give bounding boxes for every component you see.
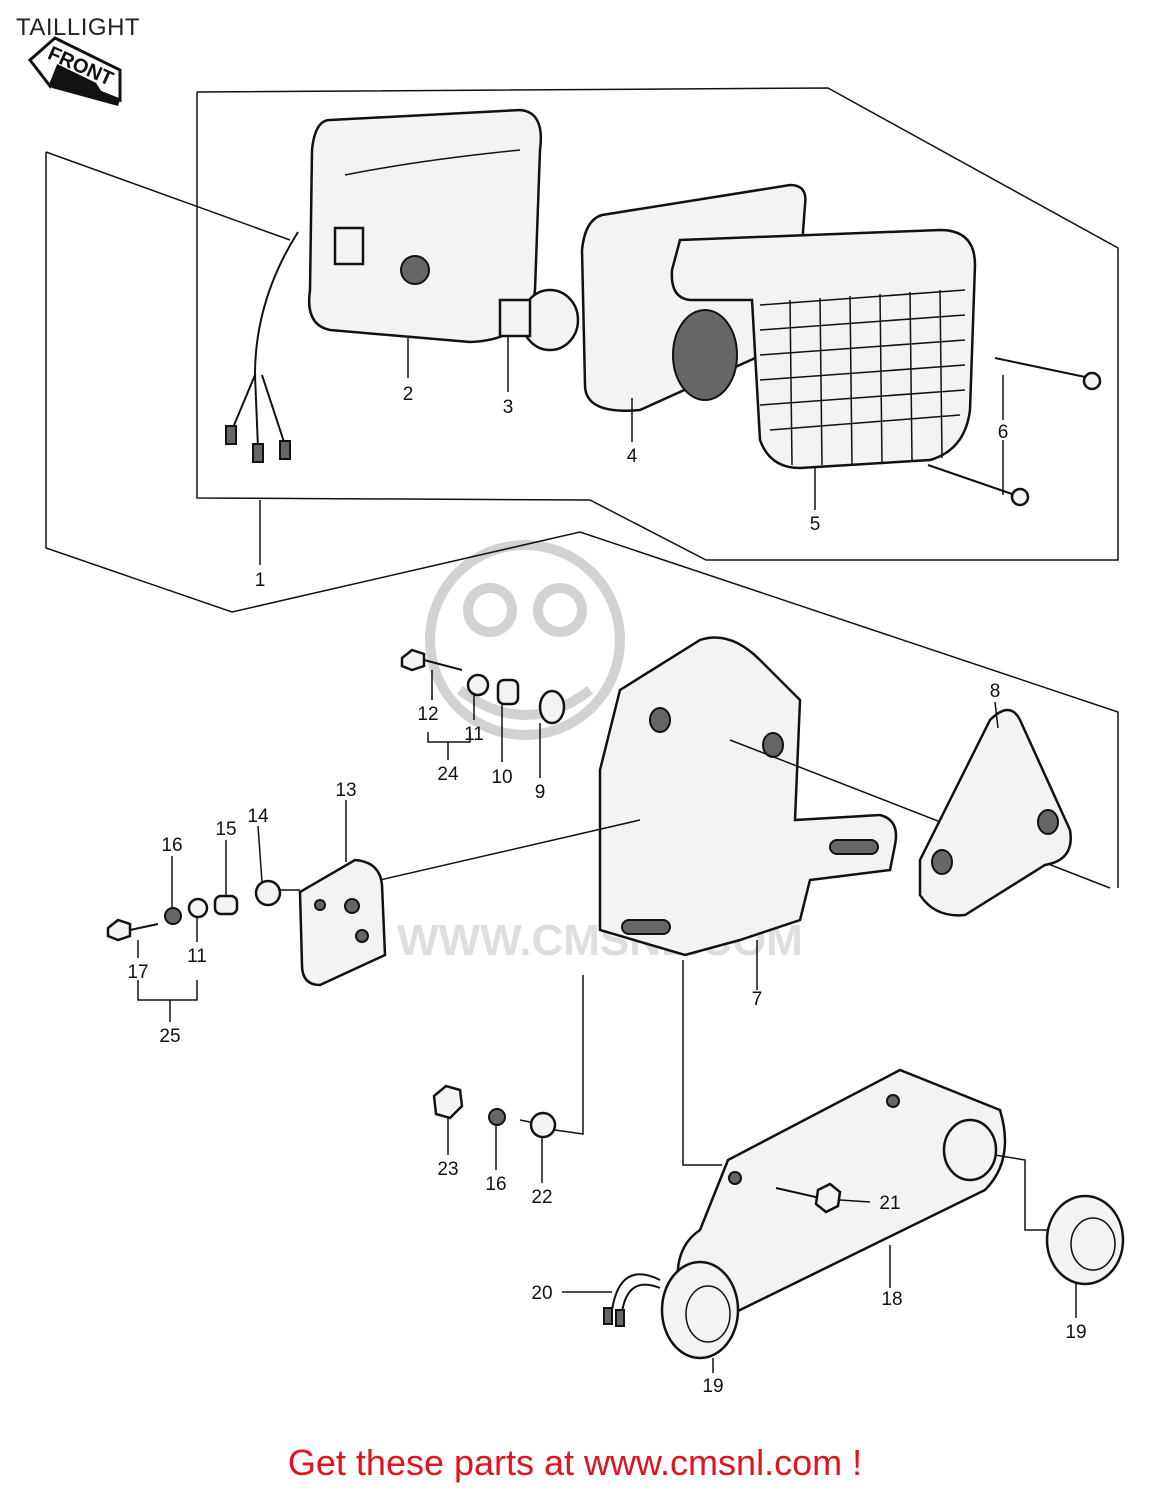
callout-21: 21 xyxy=(879,1193,900,1214)
callout-23: 23 xyxy=(437,1159,458,1180)
callout-labels: 1 2 3 4 5 6 7 8 9 10 11 11 12 13 14 15 1… xyxy=(127,384,1086,1397)
callout-14: 14 xyxy=(247,806,269,827)
washer-22 xyxy=(529,1111,557,1139)
bolt-17 xyxy=(106,918,159,942)
callout-13: 13 xyxy=(335,780,356,801)
callout-6: 6 xyxy=(998,422,1009,443)
callout-11a: 11 xyxy=(464,724,484,745)
license-lamp-left xyxy=(660,1260,740,1360)
spring-washer-16b xyxy=(488,1108,506,1126)
front-arrow-icon: FRONT xyxy=(27,36,122,106)
callout-11b: 11 xyxy=(187,946,207,967)
reflector-plate xyxy=(298,819,641,987)
callout-1: 1 xyxy=(255,570,266,591)
callout-3: 3 xyxy=(503,397,514,418)
callout-15: 15 xyxy=(215,819,236,840)
grommet-9 xyxy=(538,689,566,725)
washer-11 xyxy=(466,673,490,697)
lamp-base-housing xyxy=(307,108,543,344)
lamp-wires xyxy=(603,1273,661,1327)
callout-7: 7 xyxy=(752,989,763,1010)
callout-5: 5 xyxy=(810,514,821,535)
leader-lines xyxy=(137,336,1077,1373)
parts-link[interactable]: Get these parts at www.cmsnl.com ! xyxy=(287,1442,863,1483)
nut-23 xyxy=(432,1084,464,1120)
spring-washer-16 xyxy=(164,907,182,925)
callout-22: 22 xyxy=(531,1187,552,1208)
license-lamp-right xyxy=(1045,1194,1125,1286)
taillight-bracket xyxy=(598,636,1111,957)
wiring-harness xyxy=(225,231,299,463)
taillight-lens xyxy=(670,228,977,470)
callout-16b: 16 xyxy=(485,1174,506,1195)
taillight-exploded-diagram: WWW.CMSNL.COM FRONT xyxy=(27,36,1125,1397)
callout-4: 4 xyxy=(627,446,638,467)
license-light-bracket xyxy=(676,960,1007,1320)
bracket-stay xyxy=(918,708,1072,917)
bolt-12 xyxy=(400,648,463,672)
callout-17: 17 xyxy=(127,962,148,983)
callout-25: 25 xyxy=(159,1026,180,1047)
collar-15 xyxy=(213,894,239,916)
callout-12: 12 xyxy=(417,704,438,725)
callout-20: 20 xyxy=(531,1283,552,1304)
assembly-outline-1 xyxy=(45,87,1119,888)
bulb xyxy=(498,288,580,352)
callout-19a: 19 xyxy=(702,1376,723,1397)
collar-10 xyxy=(496,678,520,706)
lens-screws xyxy=(927,357,1102,507)
screw-21 xyxy=(775,1182,842,1214)
washer-11b xyxy=(187,897,209,919)
callout-24: 24 xyxy=(437,764,459,785)
callout-16a: 16 xyxy=(161,835,182,856)
callout-10: 10 xyxy=(491,767,512,788)
page-title: TAILLIGHT xyxy=(16,14,141,41)
grommet-14 xyxy=(254,879,282,907)
callout-8: 8 xyxy=(990,681,1001,702)
callout-9: 9 xyxy=(535,782,546,803)
callout-2: 2 xyxy=(403,384,414,405)
callout-19b: 19 xyxy=(1065,1322,1086,1343)
callout-18: 18 xyxy=(881,1289,902,1310)
